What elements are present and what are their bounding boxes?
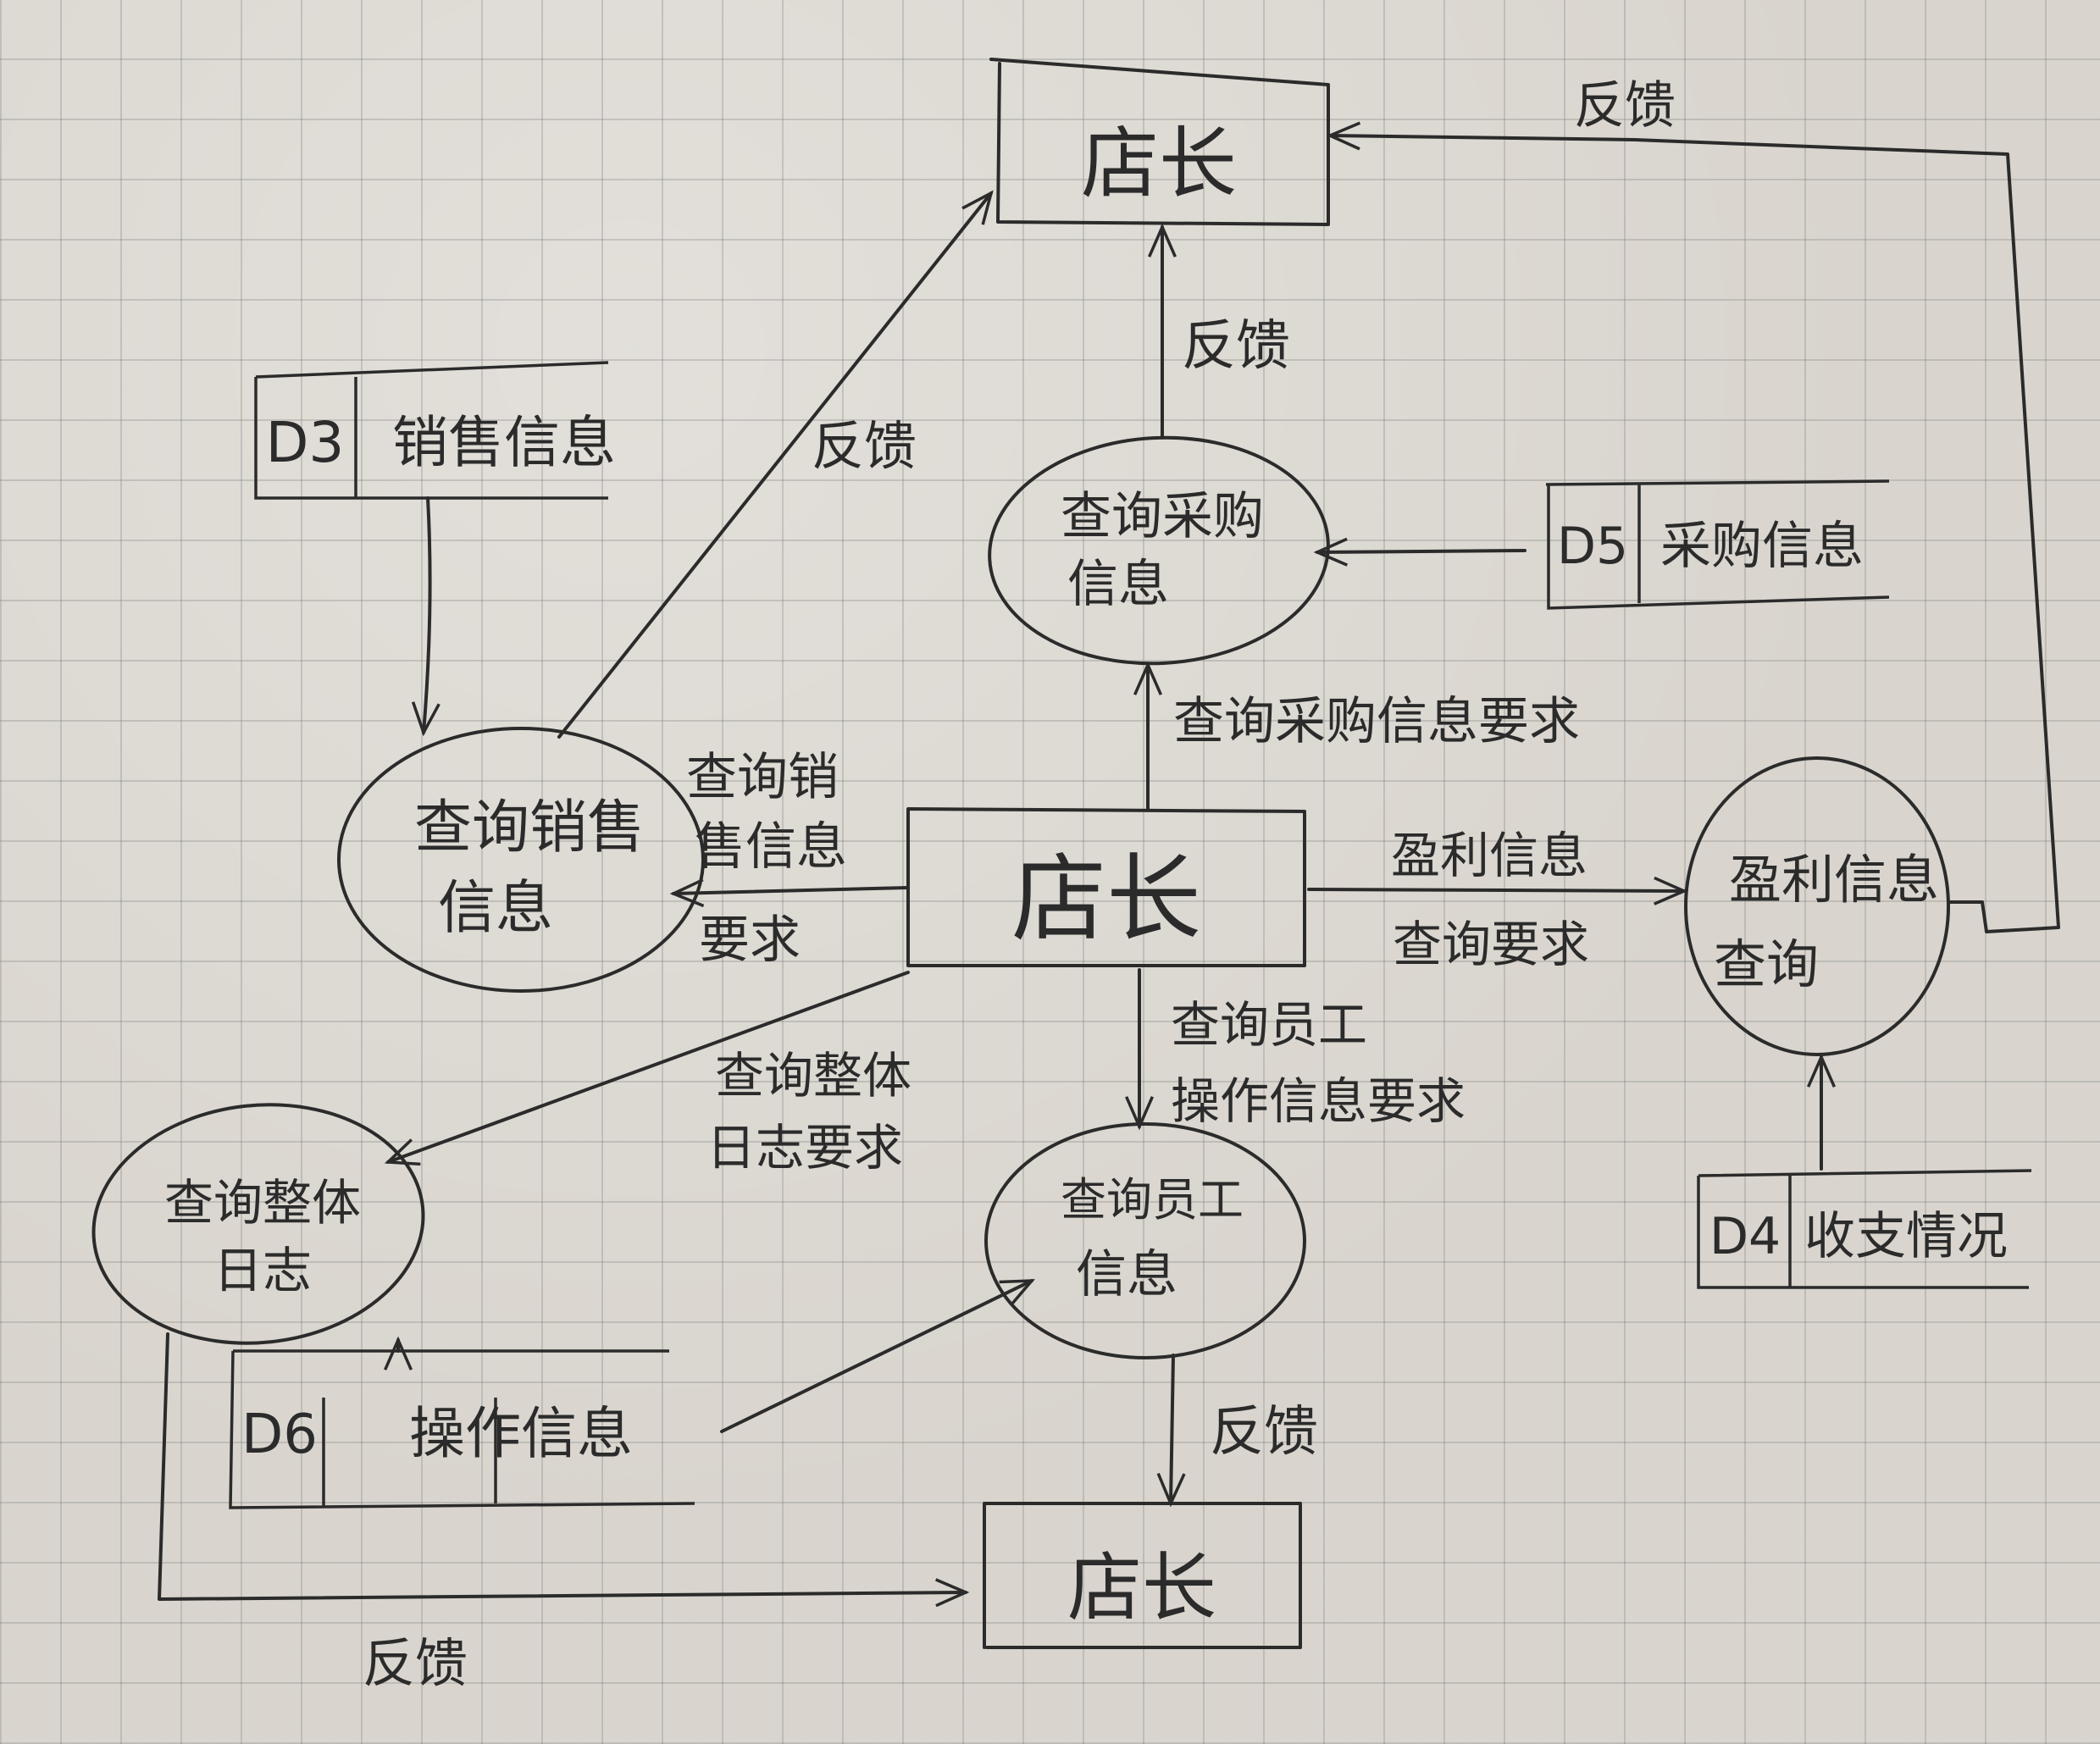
flow-staff-request-line1: 查询员工 [1171, 996, 1367, 1054]
flow-d3-to-sales [411, 496, 441, 737]
flow-staff-feedback-label: 反馈 [1210, 1401, 1318, 1464]
process-profit-query-line1: 盈利信息 [1729, 849, 1939, 911]
process-log-query: 查询整体 日志 [91, 1103, 425, 1345]
store-d4-id: D4 [1709, 1207, 1781, 1266]
process-sales-query-line2: 信息 [438, 875, 553, 942]
entity-center-label: 店长 [1011, 844, 1201, 955]
flow-sales-request [669, 878, 910, 908]
flow-purchase-request-label: 查询采购信息要求 [1173, 692, 1580, 751]
entity-top: 店长 [989, 58, 1330, 226]
process-purchase-query-line2: 信息 [1067, 555, 1169, 614]
flow-profit-feedback-label: 反馈 [1574, 76, 1676, 136]
flow-staff-request-line2: 操作信息要求 [1171, 1072, 1466, 1130]
process-staff-query-line2: 信息 [1076, 1245, 1177, 1304]
store-d6-id: D6 [241, 1404, 318, 1466]
store-d3-name: 销售信息 [392, 410, 616, 475]
process-profit-query-line2: 查询 [1714, 933, 1819, 995]
flow-sales-request-line3: 要求 [699, 911, 801, 970]
process-log-query-line1: 查询整体 [164, 1174, 361, 1232]
flow-sales-feedback-label: 反馈 [812, 415, 917, 477]
store-d3: D3 销售信息 [254, 361, 616, 500]
store-d4: D4 收支情况 [1697, 1169, 2032, 1289]
entity-bottom: 店长 [983, 1502, 1302, 1649]
flow-d5-to-purchase [1313, 537, 1527, 567]
process-purchase-query: 查询采购 信息 [988, 435, 1330, 666]
flow-staff-feedback [1156, 1354, 1186, 1508]
process-log-query-line2: 日志 [213, 1242, 312, 1299]
flow-sales-feedback [557, 190, 994, 739]
flow-purchase-feedback-label: 反馈 [1182, 315, 1290, 378]
entity-top-label: 店长 [1081, 119, 1237, 209]
process-profit-query: 盈利信息 查询 [1684, 756, 1950, 1056]
process-sales-query-line1: 查询销售 [414, 794, 645, 861]
store-d5-id: D5 [1557, 517, 1628, 576]
flow-profit-request-line2: 查询要求 [1393, 916, 1589, 973]
flow-log-feedback [158, 1332, 970, 1608]
store-d5-name: 采购信息 [1660, 517, 1864, 576]
flow-log-request [384, 971, 910, 1166]
store-d5: D5 采购信息 [1545, 479, 1890, 610]
flow-profit-request-line1: 盈利信息 [1391, 827, 1587, 884]
store-d6-name: 操作信息 [409, 1401, 633, 1466]
process-staff-query-line1: 查询员工 [1061, 1173, 1244, 1226]
flow-sales-request-line2: 售信息 [695, 817, 847, 877]
process-staff-query: 查询员工 信息 [984, 1122, 1306, 1359]
store-d6: D6 操作信息 [229, 1349, 695, 1509]
process-purchase-query-line1: 查询采购 [1061, 487, 1264, 546]
store-d3-id: D3 [266, 410, 345, 475]
flow-log-feedback-label: 反馈 [363, 1632, 468, 1694]
flow-sales-request-line1: 查询销 [686, 748, 839, 807]
flow-log-request-line1: 查询整体 [715, 1047, 911, 1105]
flow-profit-request [1307, 876, 1688, 905]
entity-center: 店长 [906, 807, 1306, 967]
process-sales-query: 查询销售 信息 [337, 727, 705, 993]
flow-d6-to-staff [720, 1279, 1035, 1433]
store-d4-name: 收支情况 [1804, 1207, 2008, 1266]
entity-bottom-label: 店长 [1067, 1544, 1216, 1631]
flow-log-request-line2: 日志要求 [706, 1119, 903, 1177]
flow-profit-feedback [1326, 121, 2060, 933]
